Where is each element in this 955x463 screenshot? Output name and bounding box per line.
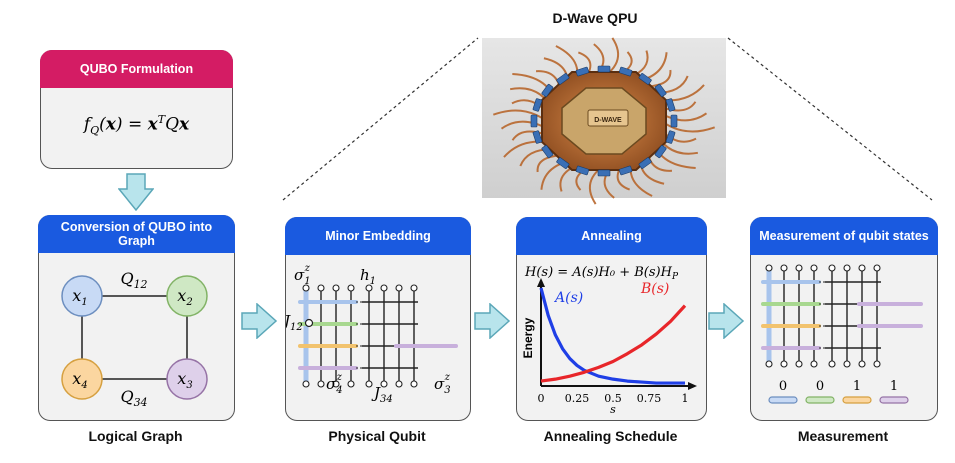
series-label-a: A(s)	[553, 290, 583, 306]
state-value: 0	[816, 379, 824, 394]
state-bar	[879, 396, 909, 404]
graph-node-x4: x4	[61, 358, 103, 400]
zoom-line-left	[282, 37, 479, 201]
qubo-header: QUBO Formulation	[40, 50, 233, 88]
right-arrow-1	[241, 303, 277, 339]
annealing-caption: Annealing Schedule	[543, 428, 678, 444]
state-value: 1	[853, 379, 861, 394]
state-value: 0	[779, 379, 787, 394]
right-arrow-2	[474, 303, 510, 339]
x-axis-label: s	[610, 403, 616, 416]
edge-label-q12: Q12	[120, 269, 147, 291]
graph-node-x3: x3	[166, 358, 208, 400]
label-h1: h1	[360, 266, 376, 287]
state-bar	[842, 396, 872, 404]
state-value: 1	[890, 379, 898, 394]
svg-text:x3: x3	[177, 369, 192, 391]
zoom-line-right	[727, 37, 933, 201]
annealing-card: Annealing H(s) = A(s)H₀ + B(s)HP Energy …	[516, 217, 707, 421]
x-tick-label: 0.5	[604, 392, 622, 405]
x-tick-label: 0	[538, 392, 545, 405]
series-line-a	[539, 287, 685, 385]
logical-caption: Logical Graph	[88, 428, 183, 444]
svg-text:x1: x1	[72, 286, 87, 308]
state-bar	[768, 396, 798, 404]
hamiltonian-equation: H(s) = A(s)H₀ + B(s)HP	[524, 265, 679, 282]
label-j12: J12	[286, 312, 303, 333]
state-bar	[805, 396, 835, 404]
label-sigma3: σ3z	[434, 372, 451, 396]
y-axis-label: Energy	[521, 317, 535, 358]
minor-embedding-card: Minor Embedding σ1z h1 J12 σ4z J34 σ3z	[285, 217, 471, 421]
right-arrow-3	[708, 303, 744, 339]
logical-graph-card: Conversion of QUBO into Graph x1 x2 x4 x3 Q…	[38, 215, 235, 421]
series-label-b: B(s)	[640, 281, 669, 297]
logical-graph: x1 x2 x4 x3 Q12 Q34	[61, 269, 208, 409]
embedding-header: Minor Embedding	[285, 217, 471, 255]
chimera-graph: σ1z h1 J12 σ4z J34 σ3z	[286, 263, 458, 405]
logical-header: Conversion of QUBO into Graph	[38, 215, 235, 253]
svg-text:x4: x4	[72, 369, 87, 391]
qubo-formula: fQ(x) = xTQx	[83, 113, 190, 138]
measurement-caption: Measurement	[797, 428, 889, 444]
down-arrow	[118, 173, 154, 211]
graph-node-x1: x1	[61, 275, 103, 317]
x-tick-label: 0.25	[565, 392, 590, 405]
svg-text:x2: x2	[177, 286, 192, 308]
qpu-title: D-Wave QPU	[552, 10, 638, 26]
edge-label-q34: Q34	[120, 387, 147, 409]
label-sigma4: σ4z	[326, 372, 343, 396]
x-tick-label: 1	[682, 392, 689, 405]
coupler-j12-dot	[304, 318, 314, 328]
annealing-chart: H(s) = A(s)H₀ + B(s)HP Energy 0 0.25 0.5 0.…	[521, 265, 697, 416]
qpu-chip-logo: D-WAVE	[594, 117, 622, 124]
measurement-header: Measurement of qubit states	[750, 217, 938, 255]
embedding-caption: Physical Qubit	[328, 428, 426, 444]
measurement-graph: 0 0 1 1	[761, 264, 923, 404]
x-tick-label: 0.75	[637, 392, 662, 405]
label-j34: J34	[371, 384, 393, 405]
qubo-card: QUBO Formulation fQ(x) = xTQx	[40, 50, 233, 169]
measurement-card: Measurement of qubit states 0 0 1 1	[750, 217, 938, 421]
graph-node-x2: x2	[166, 275, 208, 317]
annealing-header: Annealing	[516, 217, 707, 255]
series-line-b	[540, 304, 687, 383]
label-sigma1: σ1z	[294, 263, 311, 287]
